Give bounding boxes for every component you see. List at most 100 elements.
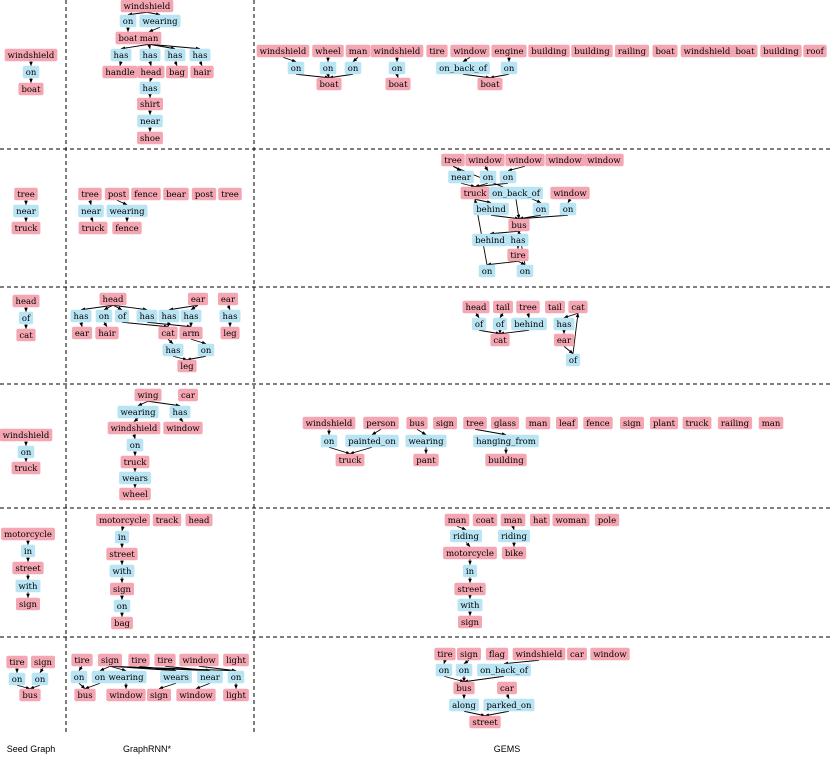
relation-node-on: on (479, 170, 497, 184)
node-label: on (439, 666, 450, 676)
object-node-truck: truck (682, 416, 712, 430)
node-box (803, 44, 827, 58)
node-label: cat (19, 331, 33, 341)
node-box (119, 14, 137, 28)
node-box (312, 44, 344, 58)
edge-arrow (121, 526, 125, 532)
node-box (477, 663, 531, 677)
node-label: with (461, 601, 480, 611)
node-box (185, 513, 213, 527)
node-box (70, 670, 88, 684)
node-label: tire (74, 656, 89, 666)
object-node-glass: glass (491, 416, 519, 430)
node-box (114, 309, 130, 323)
relation-node-has: has (553, 317, 575, 331)
node-label: truck (124, 458, 148, 468)
node-box (500, 513, 526, 527)
node-box (16, 328, 36, 342)
object-node-cat: cat (490, 333, 510, 347)
node-box (119, 471, 151, 485)
node-label: tire (429, 47, 444, 57)
node-box (112, 221, 142, 235)
node-box (114, 530, 130, 544)
node-label: boat (480, 80, 500, 90)
object-node-window: window (584, 153, 624, 167)
node-label: sign (19, 600, 38, 610)
edge-arrow (572, 312, 580, 354)
node-label: has (74, 312, 89, 322)
relation-node-behind: behind (511, 317, 547, 331)
node-label: window (553, 189, 587, 199)
node-label: of (496, 320, 505, 330)
edge-arrow (99, 665, 111, 672)
node-label: tail (548, 303, 562, 313)
node-label: railing (618, 47, 647, 57)
object-node-boat: boat (18, 82, 44, 96)
node-label: windshield (8, 51, 55, 61)
object-node-leaf: leaf (556, 416, 578, 430)
node-box (137, 131, 163, 145)
object-node-pant: pant (413, 453, 439, 467)
node-label: bike (505, 549, 523, 559)
caption-graphrnn: GraphRNN* (123, 744, 172, 754)
node-label: building (763, 47, 799, 57)
node-label: near (451, 173, 472, 183)
node-box (197, 343, 215, 357)
node-box (217, 292, 239, 306)
object-node-window: window (545, 153, 585, 167)
node-label: bus (409, 419, 424, 429)
node-label: on (504, 64, 515, 74)
relation-node-of: of (492, 317, 508, 331)
relation-node-on: on (70, 670, 88, 684)
node-label: wearing (120, 408, 156, 418)
relation-node-on: on (126, 438, 144, 452)
node-label: wearing (109, 207, 145, 217)
object-node-car: car (178, 388, 198, 402)
node-label: motorcycle (4, 530, 52, 540)
node-label: windshield (124, 2, 171, 12)
relation-node-on: on (17, 445, 35, 459)
object-node-hat: hat (530, 513, 550, 527)
node-label: motorcycle (99, 516, 147, 526)
node-box (457, 598, 483, 612)
node-box (31, 672, 49, 686)
object-node-leg: leg (220, 326, 240, 340)
edge-arrow (164, 665, 211, 673)
node-box (530, 513, 550, 527)
relation-node-hanging-from: hanging_from (473, 434, 539, 448)
object-node-motorcycle: motorcycle (1, 527, 55, 541)
node-label: bus (456, 684, 471, 694)
node-label: building (574, 47, 610, 57)
node-label: glass (494, 419, 516, 429)
node-box (179, 326, 203, 340)
node-label: on (123, 17, 134, 27)
node-box (120, 455, 150, 469)
node-label: bus (22, 691, 37, 701)
node-box (370, 44, 424, 58)
edge-arrow (462, 56, 471, 63)
node-box (95, 326, 119, 340)
node-label: head (188, 516, 210, 526)
node-label: on (74, 673, 85, 683)
node-label: on (130, 441, 141, 451)
object-node-tail: tail (493, 300, 513, 314)
node-label: with (19, 582, 38, 592)
node-box (483, 698, 535, 712)
edge-arrow (474, 198, 492, 204)
node-label: windshield (111, 424, 158, 434)
object-node-post: post (191, 187, 217, 201)
edge-arrow (158, 682, 177, 690)
node-label: truck (15, 224, 39, 234)
node-box (556, 416, 578, 430)
object-node-tire: tire (507, 248, 529, 262)
relation-node-has: has (219, 309, 241, 323)
object-node-boat: boat (477, 77, 503, 91)
edge-arrow (563, 345, 574, 355)
object-node-building: building (571, 44, 613, 58)
node-box (20, 544, 36, 558)
node-box (594, 513, 620, 527)
object-node-roof: roof (803, 44, 827, 58)
object-node-tire: tire (71, 653, 93, 667)
node-label: of (118, 312, 127, 322)
node-label: has (114, 51, 129, 61)
